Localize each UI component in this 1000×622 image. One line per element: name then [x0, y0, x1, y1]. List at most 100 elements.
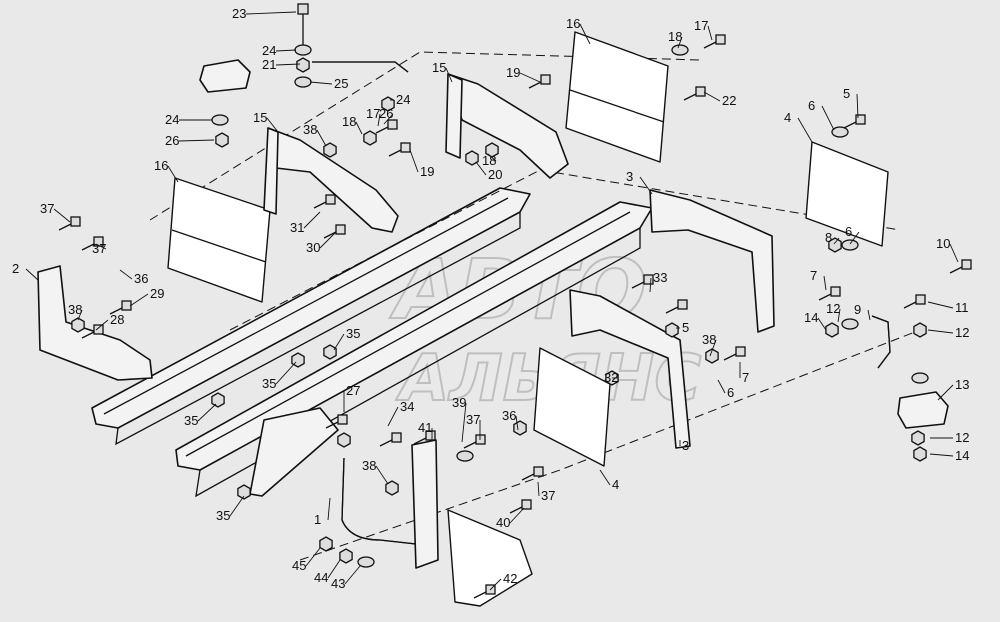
callout-number: 20 [488, 167, 502, 182]
callout-16: 16 [566, 16, 591, 45]
callout-35: 35 [333, 326, 360, 351]
callout-number: 12 [826, 301, 840, 316]
callout-23: 23 [232, 6, 297, 21]
callout-41: 41 [418, 420, 432, 440]
mudflap-middle-4 [533, 347, 611, 467]
callout-number: 27 [346, 383, 360, 398]
callout-number: 6 [808, 98, 815, 113]
callout-2: 2 [12, 261, 39, 281]
callout-26: 26 [165, 133, 215, 148]
callout-6: 6 [845, 224, 860, 245]
callout-34: 34 [387, 399, 414, 427]
washer [911, 372, 929, 384]
callout-number: 5 [682, 320, 689, 335]
callout-number: 33 [653, 270, 667, 285]
callout-24: 24 [165, 112, 212, 127]
callout-12: 12 [927, 325, 969, 340]
callout-26: 26 [379, 106, 393, 125]
callout-30: 30 [306, 231, 337, 255]
bolt [818, 286, 841, 301]
callout-27: 27 [343, 383, 360, 412]
callout-number: 17 [366, 106, 380, 121]
callout-number: 24 [262, 43, 276, 58]
callout-number: 36 [502, 408, 516, 423]
callout-number: 38 [702, 332, 716, 347]
callout-number: 32 [604, 370, 618, 385]
step-tube-1 [341, 457, 426, 546]
cushion-block-top [199, 59, 251, 93]
callout-number: 39 [452, 395, 466, 410]
callout-number: 18 [482, 153, 496, 168]
bolt [683, 86, 706, 101]
callout-44: 44 [314, 559, 341, 585]
callout-number: 6 [727, 385, 734, 400]
callout-number: 35 [262, 376, 276, 391]
callout-37: 37 [466, 412, 480, 440]
callout-number: 14 [804, 310, 818, 325]
bolt [843, 114, 866, 129]
callout-18: 18 [668, 29, 682, 49]
bracket-right-3 [649, 189, 775, 333]
callout-number: 16 [566, 16, 580, 31]
callout-number: 18 [342, 114, 356, 129]
fasteners [58, 34, 972, 599]
callout-38: 38 [303, 122, 327, 147]
callout-43: 43 [331, 565, 361, 591]
callout-number: 12 [955, 325, 969, 340]
hex-nut [323, 344, 337, 360]
washer [294, 76, 312, 88]
hex-nut [913, 322, 927, 338]
callout-38: 38 [362, 458, 389, 485]
callout-number: 45 [292, 558, 306, 573]
callout-6: 6 [717, 379, 734, 400]
callout-18: 18 [482, 153, 496, 168]
bolt-23 [297, 3, 309, 46]
washer [211, 114, 229, 126]
callout-number: 7 [742, 370, 749, 385]
callout-number: 8 [825, 230, 832, 245]
bolt [81, 324, 104, 339]
washer [841, 318, 859, 330]
callout-number: 21 [262, 57, 276, 72]
washer [357, 556, 375, 568]
bolt [313, 194, 336, 209]
bolt [903, 294, 926, 309]
callout-17: 17 [694, 18, 713, 41]
bent-tube-21 [312, 61, 409, 73]
callout-37: 37 [537, 481, 555, 503]
callout-6: 6 [808, 98, 835, 131]
step-plate [411, 439, 439, 569]
callout-number: 37 [466, 412, 480, 427]
callout-42: 42 [489, 571, 517, 591]
callout-number: 19 [506, 65, 520, 80]
bolt [413, 430, 436, 445]
bolt [528, 74, 551, 89]
mudflap-top-16 [565, 31, 669, 163]
callout-number: 42 [503, 571, 517, 586]
callout-number: 11 [955, 300, 969, 315]
left-frame-rail [91, 187, 531, 446]
callout-29: 29 [129, 286, 164, 307]
callout-number: 34 [400, 399, 414, 414]
callout-11: 11 [927, 300, 969, 315]
bolt [665, 299, 688, 314]
bent-tube-9 [871, 315, 891, 369]
hex-nut [363, 130, 377, 146]
bolt [388, 142, 411, 157]
washer [841, 239, 859, 251]
bracket-rear-15 [445, 73, 569, 179]
callout-35: 35 [184, 403, 217, 428]
callout-24: 24 [262, 43, 297, 58]
callout-28: 28 [95, 312, 124, 331]
callout-number: 38 [362, 458, 376, 473]
callout-number: 6 [845, 224, 852, 239]
callout-number: 43 [331, 576, 345, 591]
callout-7: 7 [810, 268, 827, 291]
callout-number: 3 [682, 438, 689, 453]
callout-number: 9 [854, 302, 861, 317]
callout-number: 7 [810, 268, 817, 283]
callout-number: 23 [232, 6, 246, 21]
callout-number: 38 [303, 122, 317, 137]
callout-5: 5 [843, 86, 859, 119]
